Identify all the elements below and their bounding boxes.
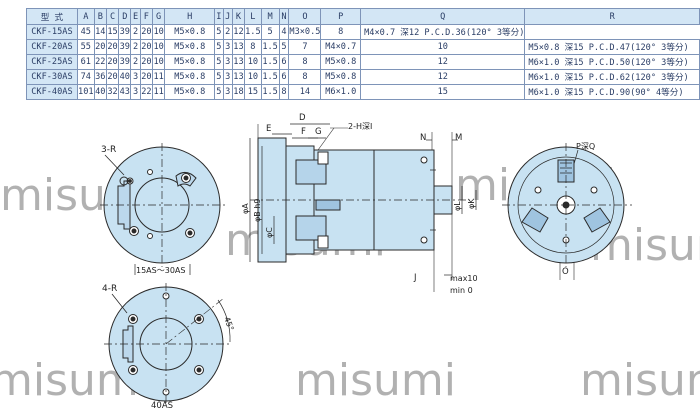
model-cell: CKF-40AS [26,84,78,100]
caption-15as-30as: 15AS～30AS [136,266,185,275]
column-header: L [244,8,262,25]
dim-phi-c: φC [265,227,274,238]
column-header: G [152,8,166,25]
table-cell: 20 [139,69,154,85]
note-p-depth-q: P深Q [576,142,595,151]
table-cell: M5×0.8 [164,84,216,100]
column-header: A [76,8,95,25]
dim-phi-l: φL [453,201,462,211]
back-view-40 [104,283,231,405]
dim-g: G [315,127,322,137]
table-cell: 101 [76,84,95,100]
model-cell: CKF-15AS [26,24,78,40]
dim-phi-a: φA [241,203,250,214]
caption-40as: 40AS [151,401,173,411]
column-header: P [320,8,362,25]
label-3r: 3-R [101,145,116,155]
side-view [249,123,477,292]
column-header: H [164,8,216,25]
column-header: R [524,8,700,25]
watermark-text: misumi [580,355,700,406]
table-cell: 3 [222,84,233,100]
table-cell: 14 [288,84,322,100]
table-cell: 20 [139,24,154,40]
table-cell: 3 [130,84,141,100]
dim-d: D [299,113,306,123]
watermark-text: misumi [295,355,456,406]
model-cell: CKF-25AS [26,54,78,70]
table-cell: 13 [231,69,246,85]
angle-45: 45° [222,316,235,332]
model-cell: CKF-30AS [26,69,78,85]
label-4r: 4-R [102,284,117,294]
table-cell: M4×0.7 深12 P.C.D.36(120° 3等分) [360,24,526,40]
dim-n: N [420,133,426,143]
front-view [502,143,632,280]
table-cell: 5 [260,24,280,40]
dim-phi-k: φK [467,198,476,209]
column-header: D [118,8,132,25]
table-cell: 15 [244,84,262,100]
model-cell: CKF-20AS [26,39,78,55]
table-cell: 11 [152,84,166,100]
table-cell: 22 [139,84,154,100]
dim-phi-b: φB h9 [253,199,262,222]
dim-j: J [413,273,417,283]
dim-f: F [301,127,306,137]
note-2h-depth-i: 2-H深I [348,122,372,131]
table-cell: 1.5 [260,84,280,100]
table-cell: M6×1.0 深15 P.C.D.90(90° 4等分) [524,84,700,100]
table-cell: 13 [231,39,246,55]
column-header: F [139,8,154,25]
column-header: O [288,8,322,25]
table-cell: 18 [231,84,246,100]
back-view-15-30 [100,143,226,275]
dim-e: E [266,124,271,134]
dim-o: O [562,267,569,277]
column-header: 型 式 [26,8,78,25]
dim-m: M [455,133,462,143]
table-cell: 15 [360,84,526,100]
stroke-min: min 0 [450,286,473,295]
stroke-max: max10 [450,274,478,283]
